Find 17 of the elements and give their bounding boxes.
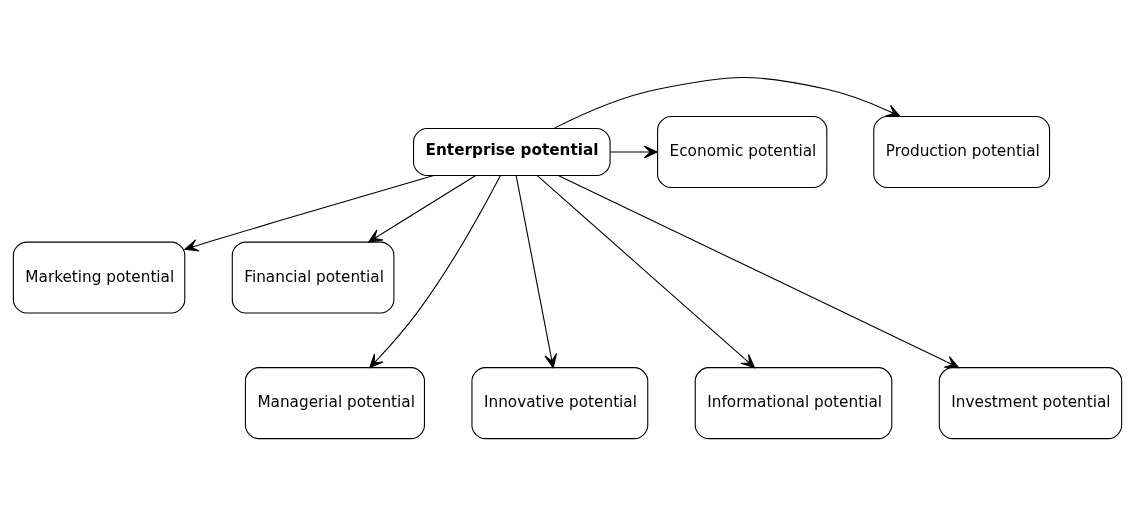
- arrow: [515, 175, 558, 369]
- node-box: Financial potential: [231, 241, 395, 314]
- node-box: Informational potential: [694, 367, 893, 440]
- node-box: Production potential: [873, 115, 1051, 189]
- node-box: Innovative potential: [471, 367, 649, 440]
- arrow: [609, 145, 658, 159]
- node-box: Marketing potential: [12, 241, 186, 314]
- arrow: [553, 76, 901, 129]
- node-box: Economic potential: [657, 115, 828, 189]
- arrow: [536, 175, 756, 369]
- arrow: [368, 175, 476, 243]
- node-box: Investment potential: [938, 367, 1123, 440]
- arrow: [184, 175, 435, 252]
- arrow: [369, 175, 501, 369]
- arrow: [558, 175, 960, 369]
- node-box: Managerial potential: [244, 367, 425, 440]
- node-box: Enterprise potential: [413, 128, 611, 177]
